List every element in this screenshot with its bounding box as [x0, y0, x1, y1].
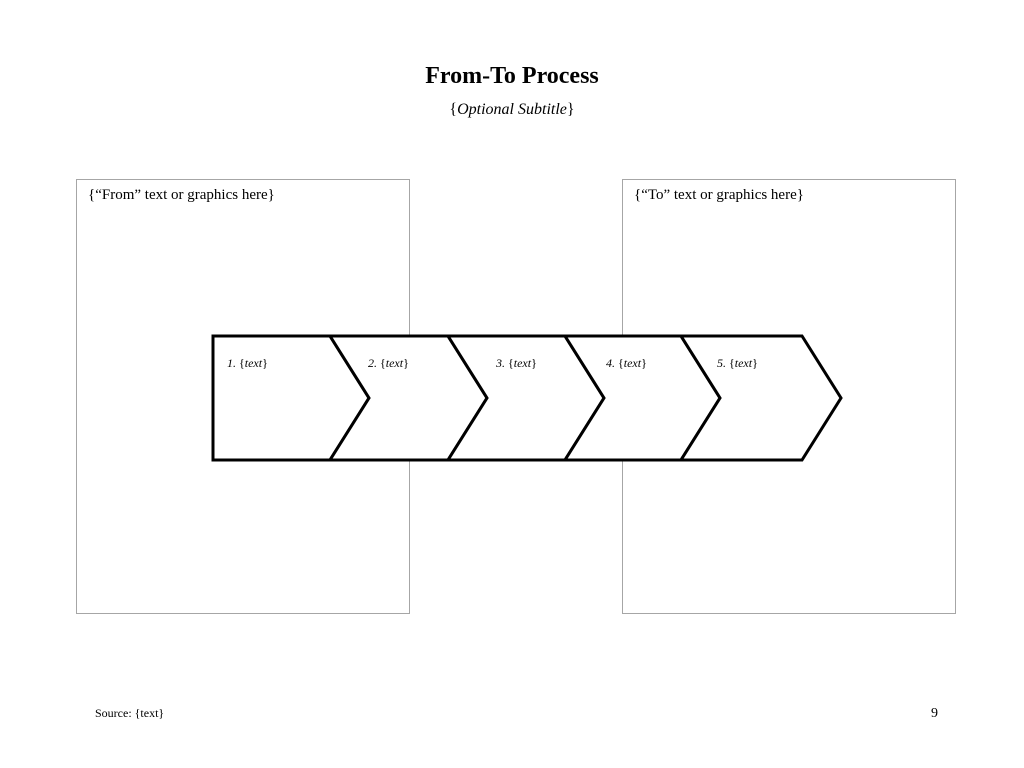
step-label-1: 1. {text}: [227, 355, 268, 371]
step-2-close-brace: }: [403, 356, 409, 370]
step-1-text: text: [244, 356, 263, 370]
from-box-label: {“From” text or graphics here}: [88, 187, 275, 203]
slide-title: From-To Process: [425, 63, 599, 89]
step-3-open-brace: {: [508, 356, 514, 370]
step-4-open-brace: {: [618, 356, 624, 370]
source-note: Source: {text}: [95, 706, 165, 720]
step-3-close-brace: }: [531, 356, 537, 370]
step-label-5: 5. {text}: [717, 355, 758, 371]
step-2-open-brace: {: [380, 356, 386, 370]
step-1-open-brace: {: [239, 356, 245, 370]
page-number: 9: [931, 706, 938, 721]
step-5-close-brace: }: [752, 356, 758, 370]
step-5-open-brace: {: [729, 356, 735, 370]
step-label-2: 2. {text}: [368, 355, 409, 371]
step-label-3: 3. {text}: [496, 355, 537, 371]
chevron-step-5: [678, 334, 843, 462]
step-5-number: 5.: [717, 356, 729, 370]
step-2-text: text: [385, 356, 404, 370]
subtitle-close-brace: }: [566, 101, 575, 118]
step-3-number: 3.: [496, 356, 508, 370]
slide-subtitle: {Optional Subtitle}: [0, 99, 1024, 121]
step-1-number: 1.: [227, 356, 239, 370]
step-1-close-brace: }: [262, 356, 268, 370]
subtitle-text: Optional Subtitle: [457, 101, 567, 118]
to-box-label: {“To” text or graphics here}: [634, 187, 804, 203]
subtitle-open-brace: {: [449, 101, 458, 118]
step-4-number: 4.: [606, 356, 618, 370]
step-2-number: 2.: [368, 356, 380, 370]
step-3-text: text: [513, 356, 532, 370]
step-4-text: text: [623, 356, 642, 370]
step-5-text: text: [734, 356, 753, 370]
step-4-close-brace: }: [641, 356, 647, 370]
step-label-4: 4. {text}: [606, 355, 647, 371]
